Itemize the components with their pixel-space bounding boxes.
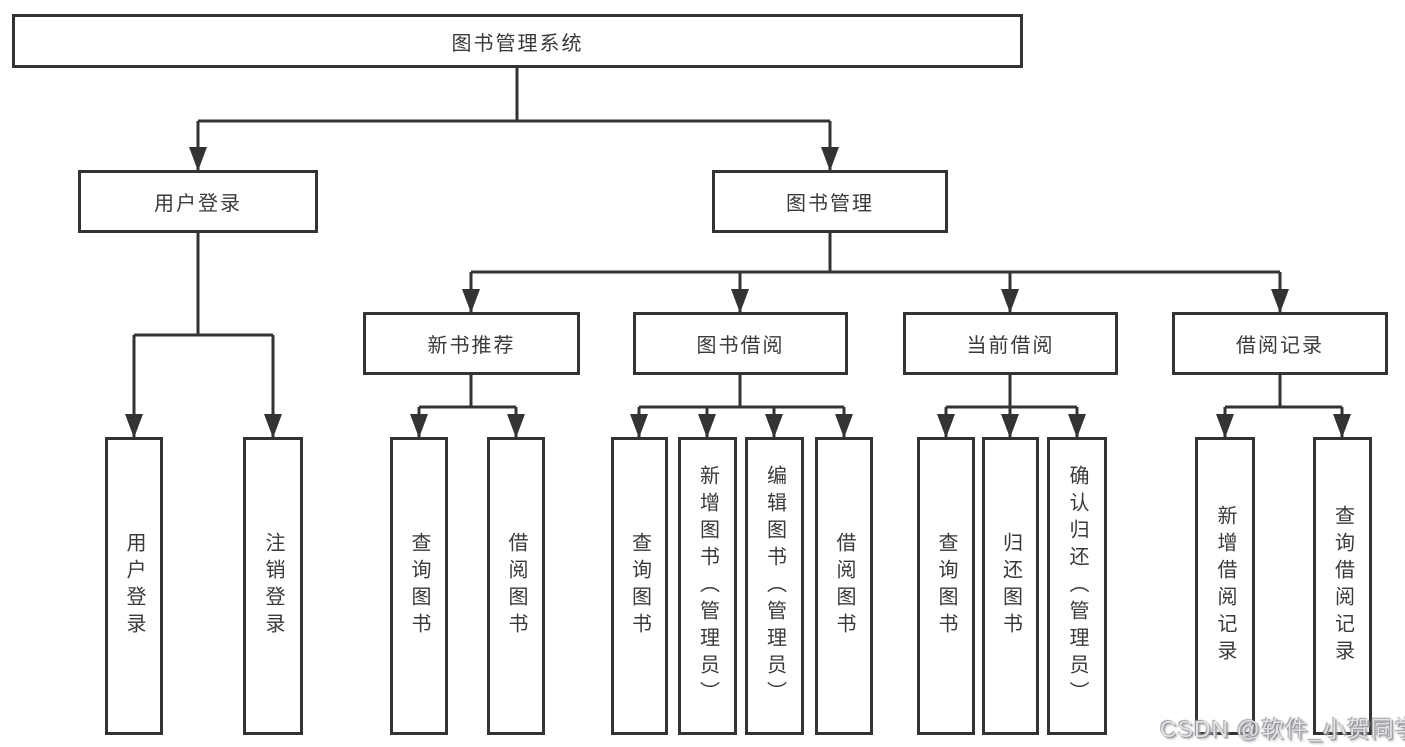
leaf-query-borrow-record-label: 查询借阅记录 [1331,505,1354,667]
leaf-query-books-borrow: 查询图书 [611,437,668,735]
node-borrowing-records: 借阅记录 [1172,312,1388,375]
leaf-query-books-recommend-label: 查询图书 [408,532,430,640]
leaf-query-books-borrow-label: 查询图书 [628,532,651,640]
leaf-add-borrow-record: 新增借阅记录 [1195,437,1255,735]
leaf-borrow-books: 借阅图书 [815,437,873,735]
node-library-system: 图书管理系统 [12,14,1023,68]
leaf-return-books-label: 归还图书 [999,532,1022,640]
leaf-edit-books-admin-label: 编辑图书（管理员） [763,464,786,708]
leaf-borrow-books-recommend-label: 借阅图书 [505,532,527,640]
leaf-query-books-current: 查询图书 [917,437,975,735]
node-book-management: 图书管理 [712,170,948,233]
leaf-user-login-label: 用户登录 [123,532,145,640]
node-user-login: 用户登录 [78,170,318,233]
csdn-watermark: CSDN @软件_小贺同学 [1160,716,1405,742]
leaf-edit-books-admin: 编辑图书（管理员） [745,437,804,735]
leaf-query-books-recommend: 查询图书 [390,437,448,735]
leaf-query-borrow-record: 查询借阅记录 [1313,437,1372,735]
node-new-book-recommendation: 新书推荐 [363,312,580,375]
leaf-query-books-current-label: 查询图书 [935,532,957,640]
leaf-borrow-books-label: 借阅图书 [833,532,855,640]
leaf-add-books-admin-label: 新增图书（管理员） [696,464,719,708]
node-current-borrowing: 当前借阅 [903,312,1118,375]
leaf-confirm-return-admin-label: 确认归还（管理员） [1066,464,1088,708]
leaf-borrow-books-recommend: 借阅图书 [487,437,545,735]
leaf-logout: 注销登录 [243,437,303,735]
leaf-logout-label: 注销登录 [262,532,284,640]
leaf-return-books: 归还图书 [982,437,1039,735]
leaf-confirm-return-admin: 确认归还（管理员） [1047,437,1107,735]
leaf-add-books-admin: 新增图书（管理员） [678,437,737,735]
leaf-add-borrow-record-label: 新增借阅记录 [1214,505,1236,667]
node-book-borrowing: 图书借阅 [633,312,848,375]
leaf-user-login: 用户登录 [105,437,163,735]
